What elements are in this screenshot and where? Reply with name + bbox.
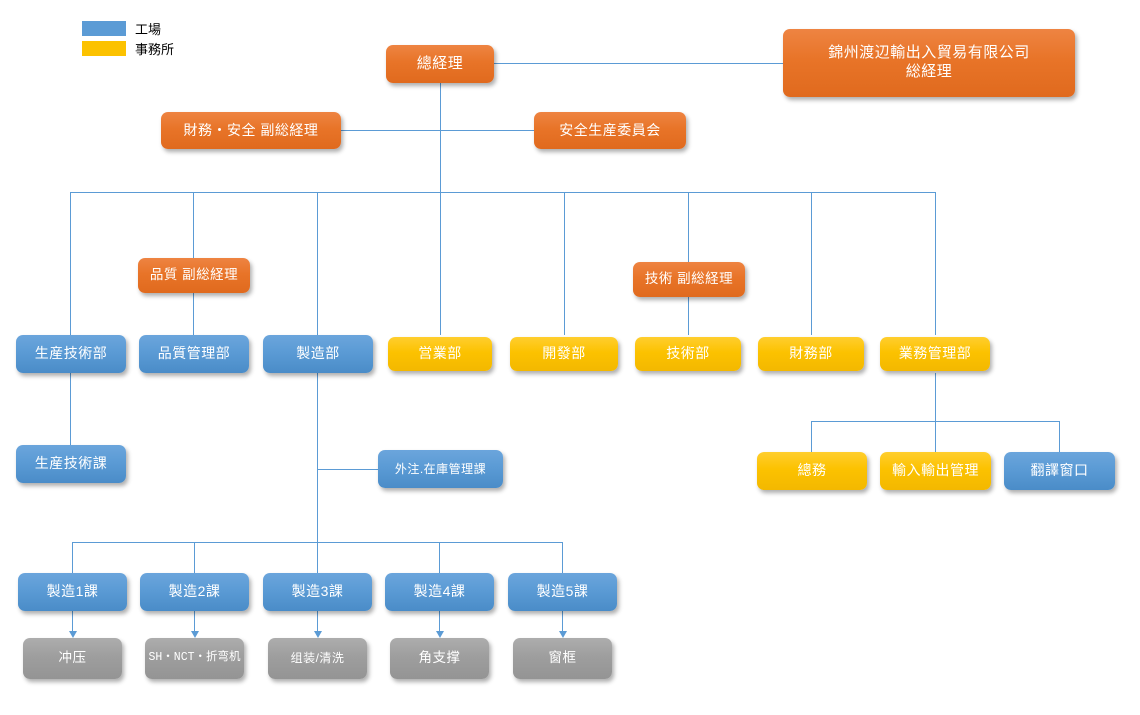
node-mfg-section-1[interactable]: 製造1課 bbox=[18, 573, 127, 611]
node-development-dept[interactable]: 開發部 bbox=[510, 337, 618, 371]
node-import-export-mgmt-label: 輸入輸出管理 bbox=[892, 462, 979, 479]
arrow-down-icon-3 bbox=[314, 631, 322, 638]
connector-bus-to-sales bbox=[440, 192, 441, 335]
connector-bus-to-development bbox=[564, 192, 565, 335]
node-outsource-inventory-label: 外注.在庫管理課 bbox=[394, 461, 487, 476]
connector-bus-to-mfg4 bbox=[439, 542, 440, 575]
arrow-down-icon-5 bbox=[559, 631, 567, 638]
legend-label-office: 事務所 bbox=[135, 42, 175, 57]
connector-bus-to-business-admin bbox=[935, 192, 936, 335]
node-translation-window[interactable]: 翻譯窗口 bbox=[1004, 452, 1115, 490]
connector-bus-to-mfg5 bbox=[562, 542, 563, 575]
node-general-affairs-label: 總務 bbox=[797, 462, 827, 479]
node-outsource-inventory[interactable]: 外注.在庫管理課 bbox=[378, 450, 503, 488]
legend: 工場 事務所 bbox=[82, 20, 174, 60]
node-prod-tech-section-label: 生産技術課 bbox=[34, 455, 108, 472]
node-mfg-section-1-label: 製造1課 bbox=[46, 583, 99, 600]
node-development-dept-label: 開發部 bbox=[542, 345, 586, 362]
node-prod-tech-dept-label: 生産技術部 bbox=[34, 345, 108, 362]
connector-gm-to-main-bus bbox=[440, 130, 441, 192]
node-technology-dept[interactable]: 技術部 bbox=[635, 337, 741, 371]
node-prod-tech-dept[interactable]: 生産技術部 bbox=[16, 335, 126, 373]
connector-row2-bus bbox=[341, 130, 545, 131]
node-manufacturing-dept[interactable]: 製造部 bbox=[263, 335, 373, 373]
connector-mfg2-to-process2 bbox=[194, 611, 195, 633]
node-business-admin-dept[interactable]: 業務管理部 bbox=[880, 337, 990, 371]
node-mfg-section-5[interactable]: 製造5課 bbox=[508, 573, 617, 611]
connector-bus-to-translation bbox=[1059, 421, 1060, 452]
node-sales-dept-label: 営業部 bbox=[418, 345, 462, 362]
node-finance-dept[interactable]: 財務部 bbox=[758, 337, 864, 371]
node-process-2[interactable]: SH・NCT・折弯机 bbox=[145, 638, 244, 679]
connector-prodtech-to-section bbox=[70, 373, 71, 445]
connector-gm-to-parent bbox=[492, 63, 785, 64]
arrow-down-icon-4 bbox=[436, 631, 444, 638]
node-process-4[interactable]: 角支撑 bbox=[390, 638, 489, 679]
node-parent-company[interactable]: 錦州渡辺輸出入貿易有限公司 総経理 bbox=[783, 29, 1075, 97]
arrow-down-icon-2 bbox=[191, 631, 199, 638]
node-process-5-label: 窗框 bbox=[548, 650, 577, 666]
node-mfg-section-2[interactable]: 製造2課 bbox=[140, 573, 249, 611]
connector-mfg3-to-process3 bbox=[317, 611, 318, 633]
node-finance-dept-label: 財務部 bbox=[789, 345, 833, 362]
connector-manufacturing-to-outsource bbox=[317, 469, 378, 470]
connector-bus-to-prod-tech bbox=[70, 192, 71, 335]
connector-bus-to-manufacturing bbox=[317, 192, 318, 335]
node-safety-committee-label: 安全生産委員会 bbox=[559, 121, 661, 138]
node-general-manager-label: 總経理 bbox=[416, 54, 464, 72]
legend-label-factory: 工場 bbox=[135, 22, 162, 37]
connector-mfg5-to-process5 bbox=[562, 611, 563, 633]
node-process-1[interactable]: 冲压 bbox=[23, 638, 122, 679]
connector-mfg1-to-process1 bbox=[72, 611, 73, 633]
node-process-3[interactable]: 组装/清洗 bbox=[268, 638, 367, 679]
node-finance-safety-deputy-label: 財務・安全 副総経理 bbox=[183, 121, 319, 138]
node-parent-company-label-2: 総経理 bbox=[905, 63, 953, 80]
node-technology-dept-label: 技術部 bbox=[666, 345, 710, 362]
legend-item-factory: 工場 bbox=[82, 20, 174, 37]
node-manufacturing-dept-label: 製造部 bbox=[296, 345, 340, 362]
connector-gm-down bbox=[440, 83, 441, 130]
connector-bus-to-finance bbox=[811, 192, 812, 335]
node-safety-committee[interactable]: 安全生産委員会 bbox=[534, 112, 686, 149]
connector-mfg4-to-process4 bbox=[439, 611, 440, 633]
node-quality-ctrl-dept-label: 品質管理部 bbox=[157, 345, 231, 362]
connector-bus-to-mfg2 bbox=[194, 542, 195, 575]
node-mfg-section-3-label: 製造3課 bbox=[291, 583, 344, 600]
node-mfg-section-5-label: 製造5課 bbox=[536, 583, 589, 600]
node-translation-window-label: 翻譯窗口 bbox=[1030, 462, 1089, 479]
node-mfg-section-4[interactable]: 製造4課 bbox=[385, 573, 494, 611]
node-mfg-section-2-label: 製造2課 bbox=[168, 583, 221, 600]
node-quality-deputy[interactable]: 品質 副総経理 bbox=[138, 258, 250, 293]
connector-bus-to-general-affairs bbox=[811, 421, 812, 452]
node-sales-dept[interactable]: 営業部 bbox=[388, 337, 492, 371]
node-tech-deputy[interactable]: 技術 副総経理 bbox=[633, 262, 745, 297]
node-parent-company-label: 錦州渡辺輸出入貿易有限公司 bbox=[828, 44, 1030, 62]
node-process-3-label: 组装/清洗 bbox=[290, 651, 345, 665]
connector-manufacturing-down bbox=[317, 373, 318, 542]
connector-bus-to-mfg3 bbox=[317, 542, 318, 575]
connector-bus-to-import-export bbox=[935, 421, 936, 452]
yellow-swatch-icon bbox=[82, 41, 126, 56]
node-process-1-label: 冲压 bbox=[58, 650, 87, 666]
connector-bus-to-mfg1 bbox=[72, 542, 73, 575]
node-business-admin-dept-label: 業務管理部 bbox=[898, 345, 972, 362]
node-process-4-label: 角支撑 bbox=[418, 650, 461, 666]
node-mfg-section-3[interactable]: 製造3課 bbox=[263, 573, 372, 611]
node-general-affairs[interactable]: 總務 bbox=[757, 452, 867, 490]
node-quality-deputy-label: 品質 副総経理 bbox=[149, 267, 239, 283]
blue-swatch-icon bbox=[82, 21, 126, 36]
node-general-manager[interactable]: 總経理 bbox=[386, 45, 494, 83]
node-process-5[interactable]: 窗框 bbox=[513, 638, 612, 679]
node-process-2-label: SH・NCT・折弯机 bbox=[148, 651, 241, 665]
node-import-export-mgmt[interactable]: 輸入輸出管理 bbox=[880, 452, 991, 490]
legend-item-office: 事務所 bbox=[82, 40, 174, 57]
arrow-down-icon-1 bbox=[69, 631, 77, 638]
node-prod-tech-section[interactable]: 生産技術課 bbox=[16, 445, 126, 483]
node-quality-ctrl-dept[interactable]: 品質管理部 bbox=[139, 335, 249, 373]
node-mfg-section-4-label: 製造4課 bbox=[413, 583, 466, 600]
connector-bizadmin-down bbox=[935, 373, 936, 449]
node-tech-deputy-label: 技術 副総経理 bbox=[644, 271, 734, 287]
connector-main-bus bbox=[70, 192, 936, 193]
node-finance-safety-deputy[interactable]: 財務・安全 副総経理 bbox=[161, 112, 341, 149]
